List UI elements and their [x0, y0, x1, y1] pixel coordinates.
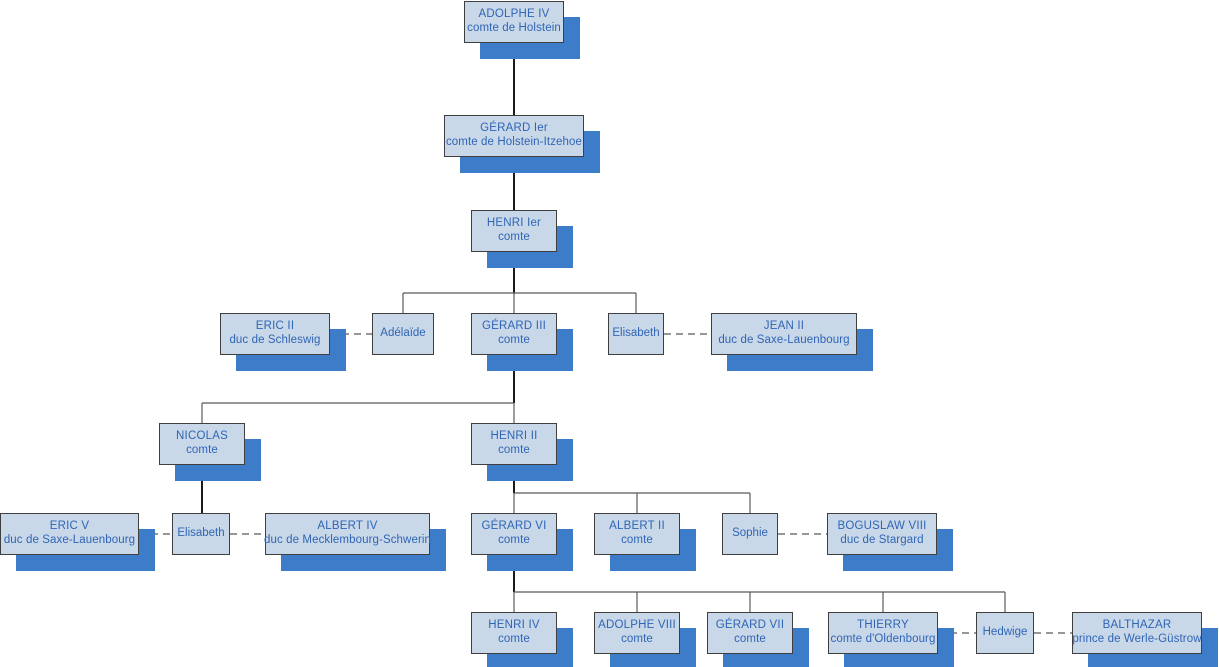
person-node-adelaide[interactable]: Adélaïde: [372, 313, 434, 355]
person-title: comte: [621, 534, 653, 546]
person-name: Adélaïde: [380, 327, 426, 340]
person-name: ADOLPHE IV: [478, 8, 550, 21]
person-title: comte: [498, 444, 530, 456]
person-title: comte de Holstein-Itzehoe: [445, 136, 583, 148]
person-title: duc de Saxe-Lauenbourg: [718, 334, 850, 346]
person-name: HENRI IV: [488, 619, 540, 632]
person-name: Hedwige: [982, 626, 1028, 639]
person-title: comte: [498, 231, 530, 243]
person-name: GÉRARD VII: [715, 619, 785, 632]
person-name: HENRI Ier: [486, 217, 542, 230]
person-title: duc de Schleswig: [229, 334, 321, 346]
person-name: Sophie: [732, 527, 768, 540]
person-name: BOGUSLAW VIII: [837, 520, 927, 533]
person-name: ERIC II: [255, 320, 295, 333]
person-title: duc de Saxe-Lauenbourg: [3, 534, 136, 546]
person-title: prince de Werle-Güstrow: [1072, 633, 1202, 645]
person-name: ERIC V: [49, 520, 90, 533]
person-title: comte: [498, 334, 530, 346]
person-name: NICOLAS: [176, 430, 228, 443]
person-name: BALTHAZAR: [1102, 619, 1172, 632]
person-title: comte de Holstein: [467, 22, 561, 34]
person-name: GÉRARD Ier: [480, 122, 548, 135]
person-name: ALBERT IV: [317, 520, 378, 533]
person-title: duc de Mecklembourg-Schwerin: [263, 534, 432, 546]
person-node-hedwige[interactable]: Hedwige: [976, 612, 1034, 654]
person-name: Elisabeth: [612, 327, 660, 340]
person-name: GÉRARD III: [482, 320, 546, 333]
person-title: duc de Stargard: [840, 534, 924, 546]
person-node-elisabeth2[interactable]: Elisabeth: [172, 513, 230, 555]
person-name: Elisabeth: [177, 527, 225, 540]
person-title: comte: [186, 444, 218, 456]
person-node-elisabeth1[interactable]: Elisabeth: [608, 313, 664, 355]
person-node-sophie[interactable]: Sophie: [722, 513, 778, 555]
person-name: GÉRARD VI: [481, 520, 547, 533]
person-name: ALBERT II: [609, 520, 665, 533]
person-title: comte: [621, 633, 653, 645]
person-name: JEAN II: [763, 320, 805, 333]
person-title: comte d'Oldenbourg: [830, 633, 936, 645]
person-name: THIERRY: [857, 619, 909, 632]
person-title: comte: [498, 534, 530, 546]
person-name: HENRI II: [490, 430, 538, 443]
person-name: ADOLPHE VIII: [598, 619, 676, 632]
person-title: comte: [734, 633, 766, 645]
person-title: comte: [498, 633, 530, 645]
